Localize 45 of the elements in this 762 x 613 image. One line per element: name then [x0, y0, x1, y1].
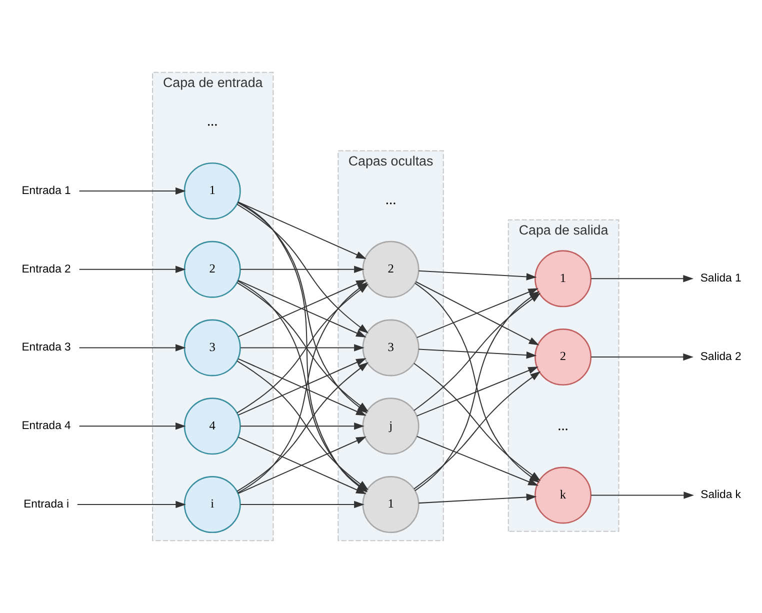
arrow [590, 353, 693, 361]
arrow [416, 288, 538, 338]
node-circle: j [362, 398, 419, 455]
arrow [240, 266, 364, 273]
arrow [418, 348, 536, 359]
node-text: Salida 1 [700, 272, 741, 285]
node-circle: k [534, 466, 592, 524]
arrow [240, 500, 364, 508]
label: ... [384, 192, 396, 208]
arrow [416, 436, 538, 486]
arrow [78, 344, 186, 352]
node-circle: 2 [183, 240, 240, 298]
node-circle: 1 [534, 250, 592, 308]
arrow [590, 275, 693, 282]
arrow [418, 270, 536, 280]
node-circle: 4 [183, 398, 240, 455]
node-text: Entrada 3 [21, 342, 70, 354]
arrow [240, 344, 364, 352]
node-circle: 3 [362, 319, 419, 376]
arrow [240, 422, 364, 430]
node-text: Entrada i [23, 498, 68, 510]
node-text: Entrada 4 [21, 420, 70, 432]
node-circle: i [183, 476, 240, 534]
arrow [238, 358, 366, 416]
node-circle: 1 [362, 476, 419, 534]
node-text: Salida 2 [700, 350, 741, 363]
label: ... [557, 418, 568, 434]
arrow [413, 292, 540, 411]
label: ... [206, 114, 218, 130]
arrow [416, 366, 538, 416]
node-circle: 2 [534, 328, 592, 386]
arrow [590, 492, 694, 499]
arrow [78, 187, 186, 195]
node-text: Entrada 2 [21, 263, 70, 276]
arrow [78, 422, 186, 430]
node-text: Entrada 1 [21, 184, 70, 197]
node-text: Salida k [700, 489, 740, 502]
arrow [78, 266, 186, 273]
node-circle: 3 [183, 319, 240, 376]
node-circle: 2 [362, 240, 419, 298]
arrow [418, 494, 536, 504]
arrow [238, 280, 366, 338]
node-circle: 1 [183, 162, 240, 220]
arrow [238, 202, 366, 259]
arrow [76, 500, 186, 508]
